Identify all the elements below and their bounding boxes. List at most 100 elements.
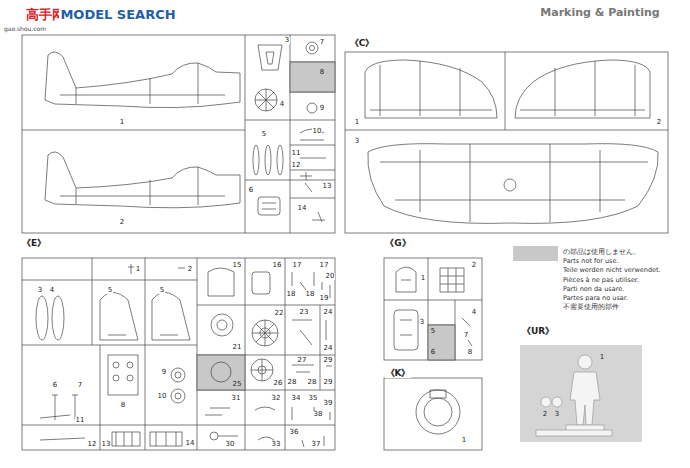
sprue-frame bbox=[245, 258, 246, 450]
sprue-frame bbox=[245, 35, 246, 233]
sprue-frame bbox=[290, 170, 335, 171]
small-parts bbox=[253, 145, 259, 175]
small-parts bbox=[253, 42, 326, 222]
small-parts bbox=[258, 45, 282, 70]
small-parts bbox=[108, 355, 138, 395]
part-number: 28 bbox=[307, 379, 318, 386]
small-parts bbox=[416, 390, 460, 434]
sprue-frame bbox=[384, 258, 482, 360]
small-parts bbox=[462, 318, 472, 346]
fuselage-half bbox=[45, 52, 240, 108]
part-number: 1 bbox=[599, 354, 605, 361]
small-parts bbox=[113, 375, 119, 381]
part-number: 9 bbox=[319, 105, 325, 112]
figure-photo bbox=[570, 372, 600, 425]
part-number: 3 bbox=[419, 319, 425, 326]
small-parts bbox=[300, 172, 312, 180]
part-number: 4 bbox=[471, 309, 477, 316]
part-number: 37 bbox=[311, 441, 322, 448]
small-parts bbox=[430, 390, 446, 398]
part-number: 8 bbox=[120, 402, 126, 409]
small-parts bbox=[251, 359, 273, 381]
sprue-frame bbox=[92, 258, 93, 280]
part-number: 10 bbox=[157, 393, 168, 400]
part-number: 6 bbox=[430, 349, 436, 356]
small-parts bbox=[252, 320, 278, 346]
small-parts bbox=[175, 372, 181, 378]
part-number: 28 bbox=[287, 379, 298, 386]
part-number: 1 bbox=[420, 275, 426, 282]
part-number: 22 bbox=[274, 310, 285, 317]
legend-swatch-layer bbox=[513, 246, 558, 261]
part-number: 5 bbox=[159, 287, 165, 294]
part-number: 5 bbox=[261, 131, 267, 138]
small-parts bbox=[116, 432, 176, 446]
small-parts bbox=[255, 89, 277, 111]
sprue-frame bbox=[384, 258, 482, 360]
legend-text: Partes para no usar. bbox=[562, 295, 629, 302]
part-number: 15 bbox=[232, 262, 243, 269]
part-number: 8 bbox=[319, 69, 325, 76]
small-parts bbox=[400, 320, 412, 335]
small-parts bbox=[326, 320, 327, 340]
small-parts bbox=[208, 268, 234, 296]
sprue-frame bbox=[345, 130, 668, 131]
wing-part bbox=[370, 61, 492, 116]
part-number: 24 bbox=[323, 345, 334, 352]
sprue-frame bbox=[384, 378, 482, 450]
small-parts bbox=[40, 438, 85, 440]
part-number: 1 bbox=[119, 119, 125, 126]
part-number: 3 bbox=[354, 138, 360, 145]
part-number: 29 bbox=[323, 379, 334, 386]
small-parts bbox=[302, 436, 324, 447]
unused-part-cell bbox=[428, 325, 455, 360]
wing-part bbox=[515, 60, 650, 118]
part-number: 7 bbox=[77, 382, 83, 389]
legend-text: の部品は使用しません。 bbox=[562, 249, 641, 256]
small-parts bbox=[424, 398, 452, 426]
part-number: 30 bbox=[225, 441, 236, 448]
fuselage-half bbox=[60, 167, 225, 205]
part-number: 4 bbox=[49, 287, 55, 294]
fuselage-half bbox=[60, 63, 225, 104]
small-parts bbox=[310, 46, 315, 51]
part-number: 3 bbox=[554, 411, 560, 418]
part-number: 7 bbox=[319, 39, 325, 46]
small-parts bbox=[211, 314, 233, 336]
part-number: 3 bbox=[284, 37, 290, 44]
part-number: 10 bbox=[312, 128, 323, 135]
sprue-frame bbox=[197, 258, 198, 450]
part-number: 17 bbox=[319, 262, 330, 269]
part-number: 23 bbox=[299, 309, 310, 316]
part-number: 29 bbox=[323, 357, 334, 364]
sprue-frame bbox=[22, 345, 197, 346]
part-number: 1 bbox=[354, 119, 360, 126]
sprue-frame bbox=[22, 425, 197, 426]
sprue-frame bbox=[245, 180, 335, 181]
small-parts bbox=[128, 264, 185, 274]
legend-swatch bbox=[513, 246, 558, 261]
part-number: 12 bbox=[291, 162, 302, 169]
fuselage-half bbox=[45, 152, 240, 208]
small-parts bbox=[171, 368, 185, 382]
part-number: 14 bbox=[185, 440, 196, 447]
small-parts bbox=[251, 359, 273, 381]
part-number: 5 bbox=[107, 287, 113, 294]
part-number: 34 bbox=[291, 395, 302, 402]
small-parts bbox=[100, 293, 138, 341]
part-number: 36 bbox=[289, 429, 300, 436]
wing-part bbox=[380, 144, 648, 222]
small-parts bbox=[396, 267, 416, 292]
fuselage-half bbox=[45, 52, 240, 208]
figure-photo bbox=[520, 345, 642, 442]
part-number: 2 bbox=[471, 262, 477, 269]
part-number: 13 bbox=[101, 441, 112, 448]
sprue-frame bbox=[22, 35, 335, 233]
sprue-frame bbox=[22, 280, 197, 281]
sprue-heading: 《G》 bbox=[384, 239, 411, 248]
part-number: 11 bbox=[75, 417, 86, 424]
small-parts bbox=[252, 272, 270, 294]
part-number: 6 bbox=[52, 382, 58, 389]
